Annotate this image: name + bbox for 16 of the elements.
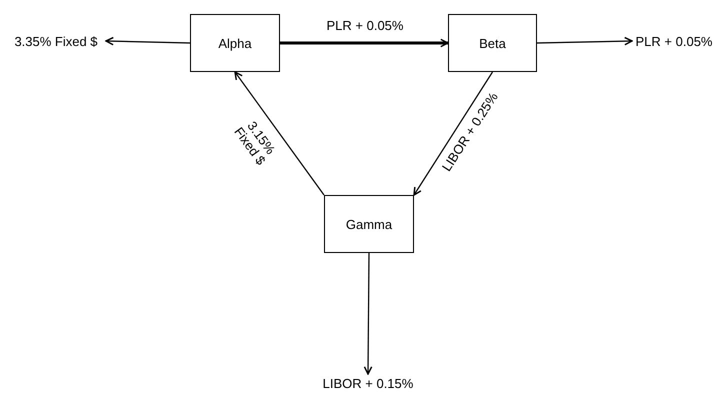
rate-text: 3.35% Fixed $ [6,32,106,50]
rate-text: PLR + 0.05% [632,32,716,50]
entity-box [448,14,537,72]
entity-box [190,14,280,72]
entity-name: Alpha [218,36,252,50]
entity-box [324,195,414,253]
entity-name: Beta [479,36,506,50]
arrow [364,253,372,375]
arrow [105,36,190,46]
entity-name: Gamma [346,216,392,232]
arrow [234,71,324,196]
rate-text: LIBOR + 0.15% [316,374,420,392]
arrow [536,36,633,46]
edge-label: PLR + 0.05% [326,19,404,34]
arrow [413,72,493,196]
arrow [280,38,449,48]
